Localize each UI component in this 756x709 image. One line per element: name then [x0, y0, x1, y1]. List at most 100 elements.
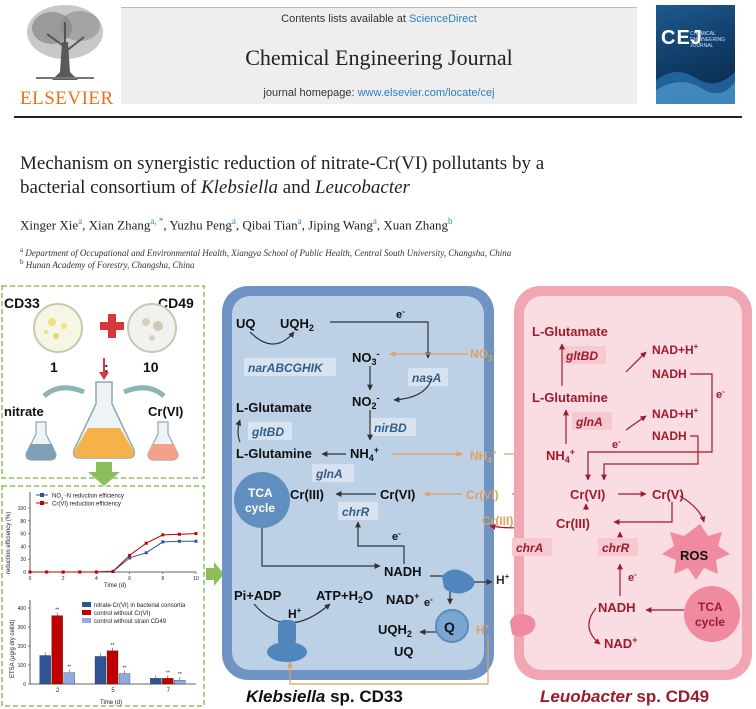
article-title: Mechanism on synergistic reduction of ni…	[20, 152, 720, 200]
k-uq: UQ	[236, 316, 256, 331]
k-uqh2-b: UQH2	[378, 622, 412, 639]
reduction-series-point-1	[194, 532, 198, 536]
ratio-right: 10	[143, 359, 159, 375]
ext-nh4: NH4+	[470, 448, 497, 465]
k-cr3: Cr(III)	[290, 487, 324, 502]
ratio-separator: :	[104, 359, 109, 375]
l-nadh-cr6-arrow-1	[585, 373, 713, 481]
plus-icon	[100, 314, 124, 338]
k-no3: NO3-	[352, 349, 380, 367]
l-nad-h-1: NAD+H+	[652, 342, 699, 357]
author-affiliation-mark[interactable]: a	[297, 216, 302, 226]
legend-no3-entry: NO3--N reduction efficiency	[52, 492, 124, 501]
k-nirbd-label: nirBD	[374, 421, 407, 435]
reduction-series-point-0	[177, 539, 181, 543]
author-separator: ,	[301, 217, 309, 233]
nitrate-label: nitrate	[4, 404, 44, 419]
l-nh4: NH4+	[546, 447, 575, 465]
etsa-x-tick-label: 7	[167, 688, 171, 694]
k-no3-text: NO	[352, 350, 372, 365]
leucobacter-cell-inner	[524, 296, 742, 670]
author[interactable]: Yuzhu Peng	[169, 217, 232, 233]
l-cr5-ros-arrow	[679, 495, 706, 523]
l-glna-nad-arrow	[625, 415, 647, 431]
k-tca-cycle-icon	[234, 472, 290, 528]
klebsiella-name-italic: Klebsiella	[246, 687, 325, 706]
reduction-series-point-1	[128, 553, 132, 557]
l-membrane-protein-icon	[510, 614, 536, 637]
l-electron-3: e-	[628, 570, 637, 584]
mix-arrow-icon	[99, 358, 109, 380]
etsa-legend-2: control without Cr(VI)	[94, 611, 150, 617]
journal-banner: Contents lists available at ScienceDirec…	[121, 7, 637, 104]
k-nh4-sub: 4	[369, 453, 374, 463]
author[interactable]: Qibai Tian	[242, 217, 298, 233]
journal-cover[interactable]: CEJ CHEMICAL ENGINEERING JOURNAL	[656, 5, 735, 104]
k-gltbd-box	[248, 422, 292, 440]
klebsiella-name-rest: sp. CD33	[325, 687, 402, 706]
legend-no3-tail: -N reduction efficiency	[65, 494, 124, 500]
k-chrr-label: chrR	[342, 505, 370, 519]
k-uq-arrow	[249, 331, 295, 345]
author[interactable]: Xian Zhang	[88, 217, 151, 233]
title-prefix: bacterial consortium of	[20, 177, 201, 198]
etsa-significance-mark: **	[178, 672, 182, 678]
etsa-bar	[63, 672, 75, 685]
l-nad-plus-text: NAD	[604, 636, 632, 651]
etsa-bar	[39, 655, 51, 685]
reduction-series-point-1	[94, 570, 98, 574]
homepage-link[interactable]: www.elsevier.com/locate/cej	[357, 87, 495, 99]
l-tca-line2: cycle	[695, 615, 725, 629]
etsa-bar	[94, 656, 107, 685]
l-nad-plus: NAD+	[604, 635, 637, 651]
author[interactable]: Jiping Wang	[308, 217, 373, 233]
ext-no3: NO3-	[470, 346, 495, 363]
k-nh4: NH4+	[350, 445, 379, 463]
ext-h-plus-1-text: H	[496, 573, 505, 587]
k-atp-text: ATP+H	[316, 588, 358, 603]
author-affiliation-mark[interactable]: a	[231, 216, 236, 226]
graphical-abstract: CD33 CD49 1 : 10 nitrate Cr(VI)	[0, 282, 756, 709]
author[interactable]: Xuan Zhang	[383, 217, 449, 233]
title-line-2: bacterial consortium of Klebsiella and L…	[20, 176, 720, 200]
k-glutamine-glutamate-arrow	[235, 419, 242, 443]
affiliation-a-text: Department of Occupational and Environme…	[25, 248, 512, 258]
k-q-label: Q	[444, 619, 455, 635]
k-nadh-chrr-arrow	[355, 521, 405, 564]
sciencedirect-link[interactable]: ScienceDirect	[408, 13, 477, 25]
nitrate-flask-icon	[25, 421, 57, 461]
klebsiella-cell-name: Klebsiella sp. CD33	[246, 687, 403, 706]
k-no2: NO2-	[352, 393, 380, 411]
k-electron-3: e-	[392, 529, 401, 543]
k-electron-1-text: e	[396, 309, 402, 321]
k-uq-b: UQ	[394, 644, 414, 659]
author-affiliation-mark[interactable]: a	[78, 216, 83, 226]
author-affiliation-mark[interactable]: b	[448, 216, 453, 226]
elsevier-logo[interactable]: ELSEVIER	[14, 2, 114, 109]
l-ros-burst-icon	[662, 524, 730, 580]
l-chra-label: chrA	[516, 541, 543, 555]
author-list: Xinger Xiea, Xian Zhanga, *, Yuzhu Penga…	[20, 216, 740, 233]
k-atp-sub: 2	[358, 595, 363, 605]
author[interactable]: Xinger Xie	[20, 217, 79, 233]
homepage-prefix: journal homepage:	[263, 87, 358, 99]
etsa-y-tick-label: 100	[18, 663, 27, 669]
k-chrr-box	[338, 502, 378, 520]
etsa-significance-mark: **	[111, 643, 115, 649]
etsa-bar	[162, 678, 174, 685]
author-affiliation-mark[interactable]: a, *	[150, 216, 164, 226]
k-gltbd-label: gltBD	[251, 425, 284, 439]
etsa-bar	[174, 680, 186, 685]
etsa-significance-mark: **	[55, 608, 59, 614]
strain-cd33-label: CD33	[4, 295, 40, 311]
homepage-line: journal homepage: www.elsevier.com/locat…	[121, 87, 637, 99]
title-line-1: Mechanism on synergistic reduction of ni…	[20, 153, 545, 174]
legend-marker-red	[40, 501, 44, 505]
l-nadh-3: NADH	[598, 600, 636, 615]
author-affiliation-mark[interactable]: a	[372, 216, 377, 226]
reduction-x-tick-label: 6	[128, 576, 131, 582]
affiliation-b-mark: b	[20, 258, 24, 266]
etsa-significance-mark: **	[166, 670, 170, 676]
k-nasa-label: nasA	[412, 371, 441, 385]
